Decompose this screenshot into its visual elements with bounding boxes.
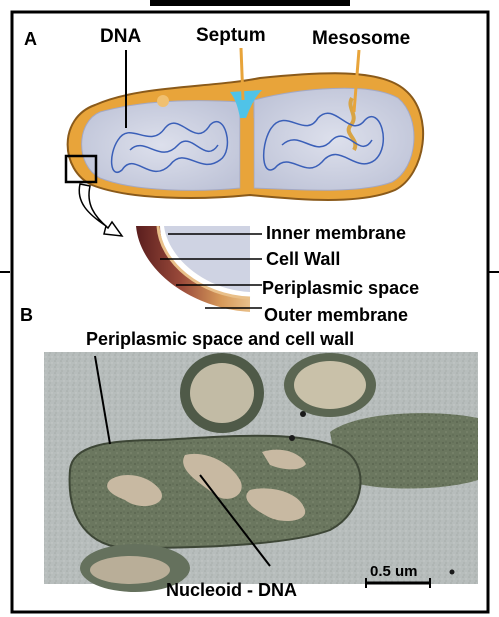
cytoplasm-left [81, 100, 241, 191]
panel-a-letter: A [24, 29, 37, 49]
panel-b-letter: B [20, 305, 33, 325]
label-periplasmic-and-wall: Periplasmic space and cell wall [86, 329, 355, 349]
label-septum: Septum [196, 25, 266, 46]
septum-structure [230, 90, 262, 118]
top-title-remnant [150, 0, 350, 6]
zoom-box [64, 154, 98, 184]
label-inner-membrane: Inner membrane [266, 223, 407, 243]
leader-periplasmic-wall [94, 355, 111, 445]
dna-left [110, 121, 229, 173]
label-outer-membrane: Outer membrane [264, 305, 409, 325]
nucleoid-patch [246, 488, 306, 522]
leader-septum [239, 47, 245, 101]
label-periplasmic-space: Periplasmic space [262, 278, 420, 298]
label-dna: DNA [100, 26, 142, 47]
scale-bar-label: 0.5 um [370, 563, 418, 580]
label-nucleoid: Nucleoid - DNA [166, 580, 298, 600]
nucleoid-patch [183, 453, 242, 499]
label-mesosome: Mesosome [312, 28, 411, 49]
surface-bump [157, 95, 169, 107]
figure-frame [10, 10, 490, 614]
septum-wall [240, 118, 254, 190]
dna-right [262, 112, 384, 171]
nucleoid-patch [107, 475, 162, 507]
label-cell-wall: Cell Wall [266, 249, 341, 269]
bacterium-diagram [66, 72, 425, 201]
leader-mesosome [352, 49, 361, 113]
leader-nucleoid [199, 474, 271, 567]
zoom-arrow [78, 183, 124, 237]
envelope-zoom [128, 225, 251, 312]
micrograph [44, 352, 478, 592]
nucleoid-patch [262, 449, 306, 470]
cell-right [330, 413, 478, 489]
